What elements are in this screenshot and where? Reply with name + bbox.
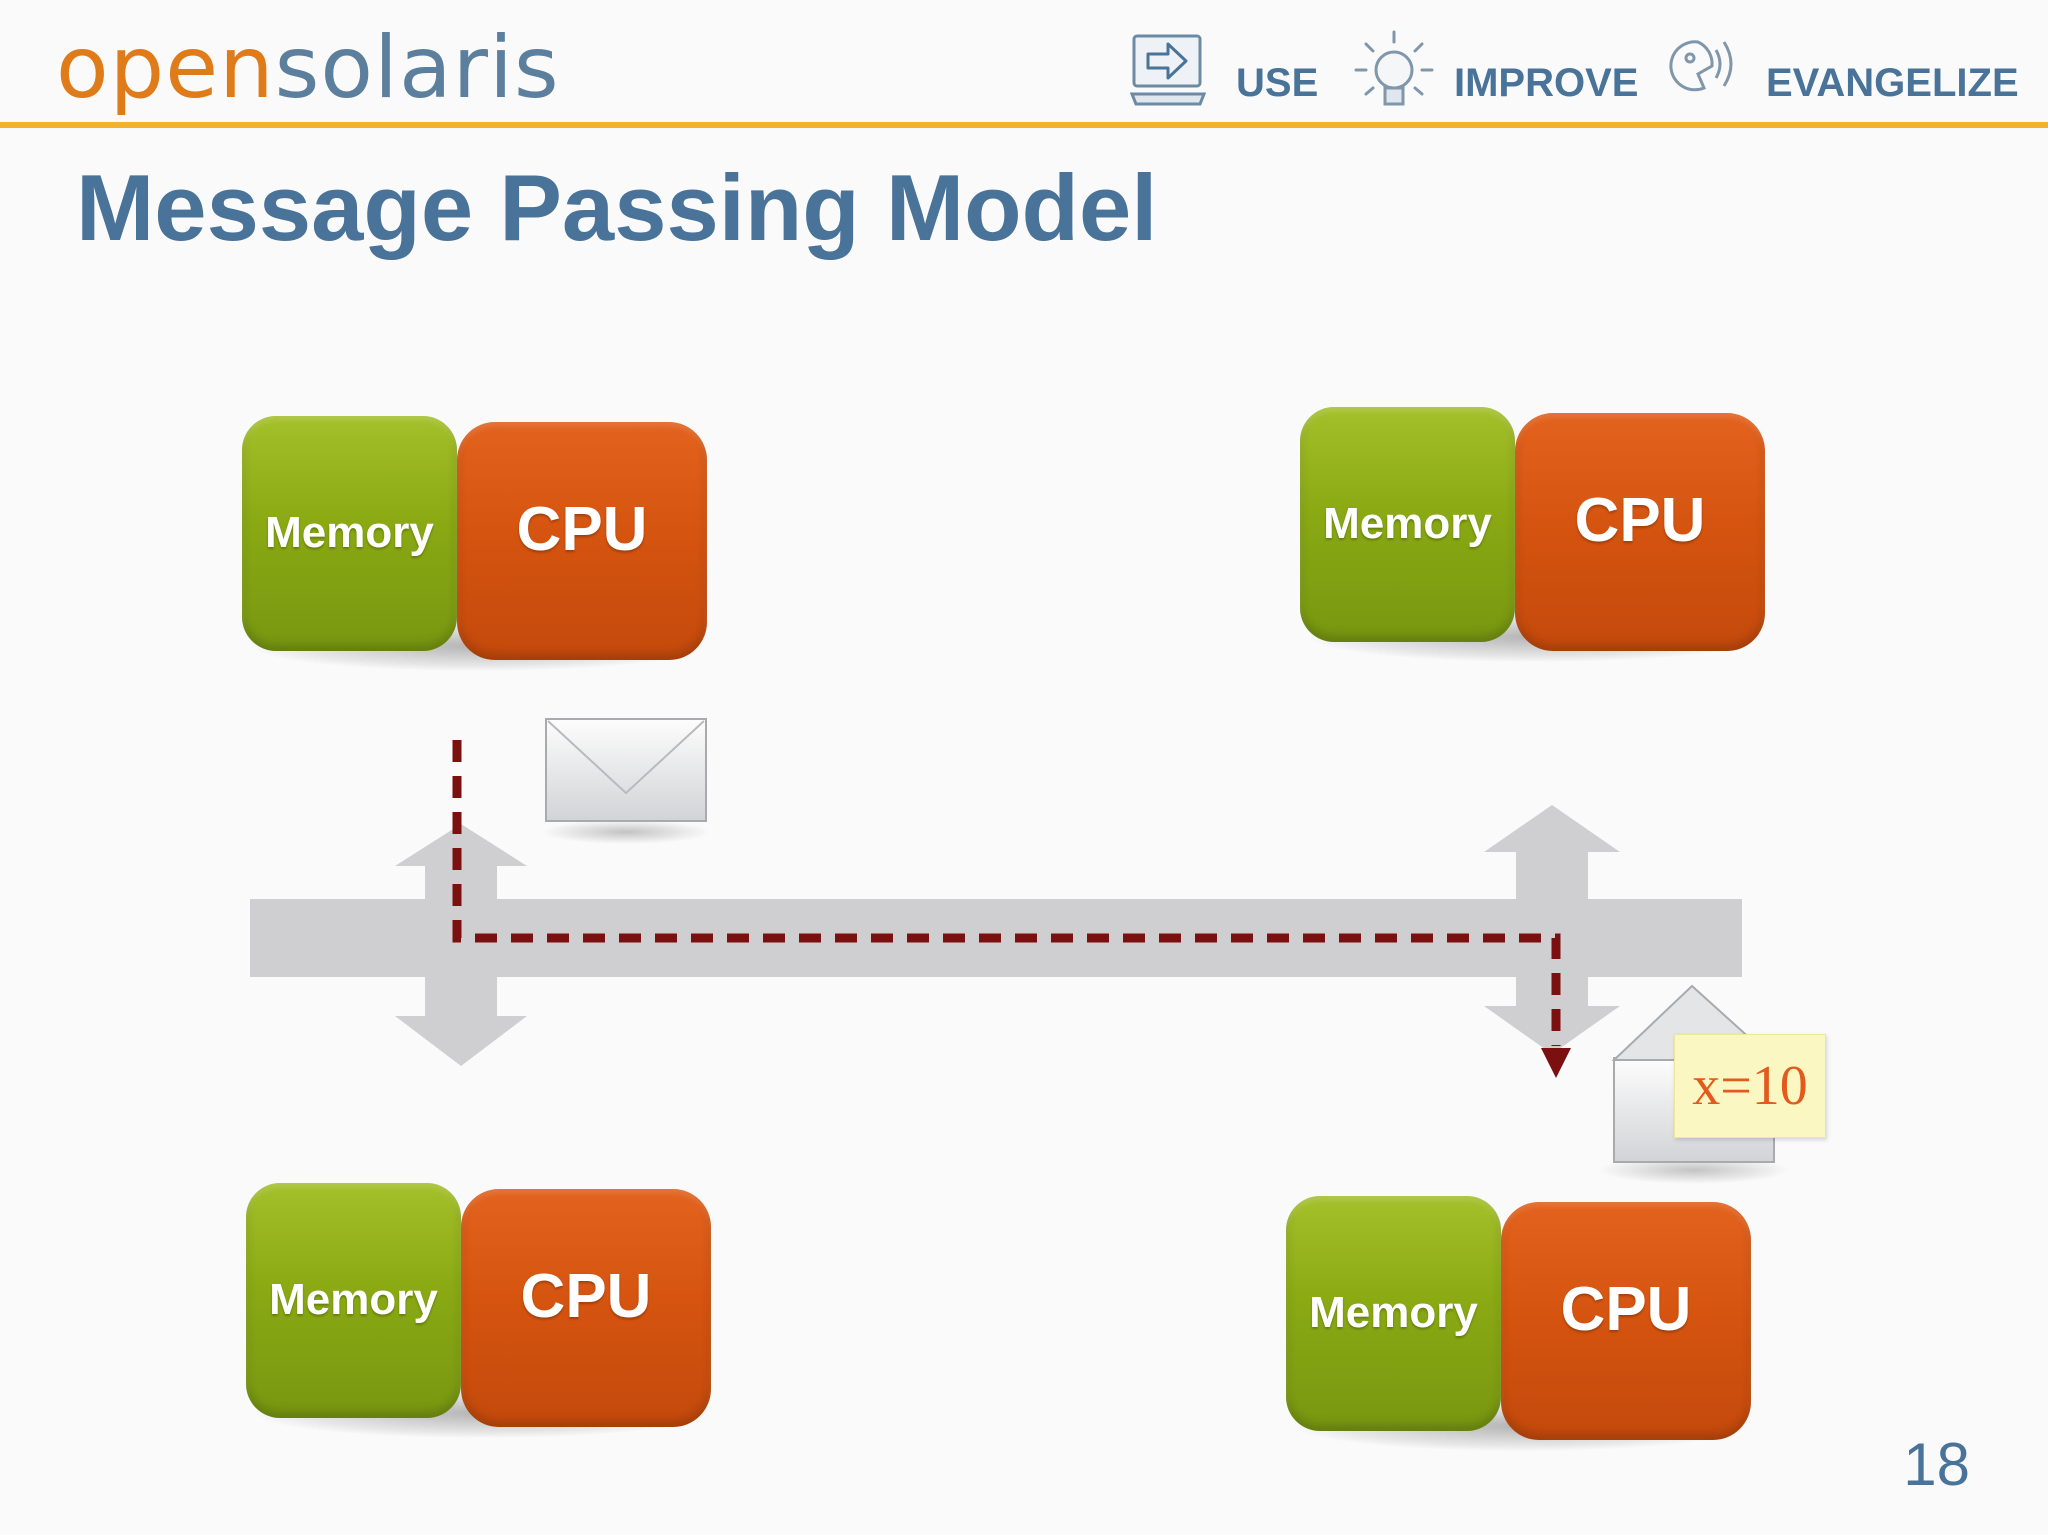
envelope-shadow (542, 820, 710, 844)
nav-improve-link[interactable]: IMPROVE (1454, 61, 1639, 105)
cpu-block (1515, 413, 1765, 651)
cpu-block (1501, 1202, 1751, 1440)
cpu-label: CPU (1574, 486, 1706, 555)
node-top-right: Memory CPU (1300, 407, 1770, 662)
memory-label: Memory (1309, 1288, 1478, 1337)
cpu-label: CPU (516, 495, 648, 564)
logo-open-text: open (56, 18, 275, 118)
message-value-text: x=10 (1692, 1055, 1808, 1117)
memory-block (1300, 407, 1515, 642)
message-value-note: x=10 (1674, 1034, 1826, 1138)
cpu-label: CPU (520, 1262, 652, 1331)
nav-use-link[interactable]: USE (1236, 61, 1319, 105)
header-divider (0, 122, 2048, 128)
node-bottom-left: Memory CPU (246, 1183, 716, 1438)
opensolaris-logo[interactable]: opensolaris (56, 18, 560, 118)
memory-block (1286, 1196, 1501, 1431)
node-bottom-right: Memory CPU (1286, 1196, 1756, 1451)
memory-block (242, 416, 457, 651)
cpu-block (461, 1189, 711, 1427)
message-path (452, 740, 1561, 1046)
message-path-arrowhead (1541, 1048, 1571, 1078)
memory-block (246, 1183, 461, 1418)
memory-label: Memory (1323, 499, 1492, 548)
logo-solaris-text: solaris (274, 18, 560, 118)
slide-title: Message Passing Model (76, 155, 1158, 260)
cpu-label: CPU (1560, 1275, 1692, 1344)
nav-evangelize-link[interactable]: EVANGELIZE (1766, 61, 2019, 105)
memory-label: Memory (265, 508, 434, 557)
cpu-block (457, 422, 707, 660)
left-bus-connector (395, 824, 527, 1066)
right-bus-connector (1484, 805, 1620, 1054)
lightbulb-icon (1354, 30, 1434, 106)
memory-label: Memory (269, 1275, 438, 1324)
monitor-arrow-icon (1129, 34, 1207, 106)
page-number: 18 (1903, 1431, 1970, 1498)
speaking-head-icon (1669, 40, 1733, 92)
node-top-left: Memory CPU (242, 416, 712, 671)
envelope-icon (545, 718, 707, 822)
